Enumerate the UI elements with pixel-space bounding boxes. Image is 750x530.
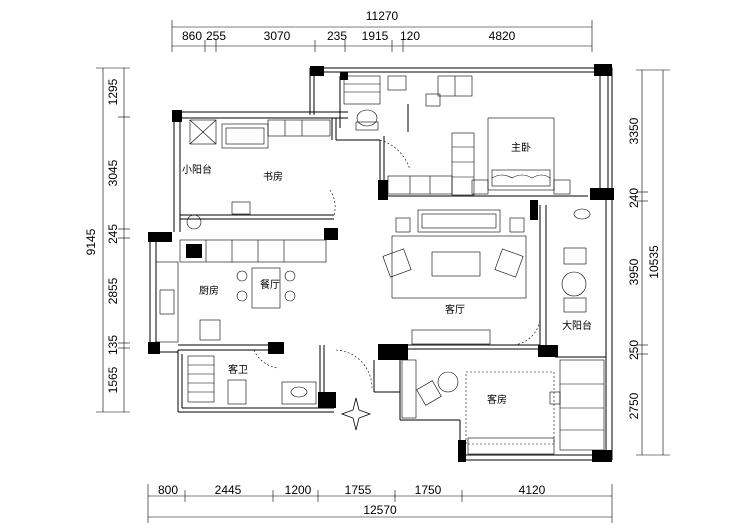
room-label-master-bedroom: 主卧: [511, 141, 531, 154]
right-dim-4: 250: [627, 340, 641, 360]
right-total-dim: 10535: [647, 245, 661, 279]
bottom-dim-4: 1755: [345, 483, 372, 497]
guest-bath-fixtures: [187, 355, 317, 405]
entrance-marker: [340, 397, 372, 431]
master-bedroom-furniture: [387, 75, 571, 196]
room-label-study: 书房: [263, 170, 283, 183]
top-dim-2: 255: [206, 29, 226, 43]
living-room-furniture: [382, 209, 527, 345]
bottom-dim-2: 2445: [215, 483, 242, 497]
top-dim-6: 120: [400, 29, 420, 43]
left-dim-4: 2855: [106, 277, 120, 304]
top-total-dim: 11270: [366, 9, 399, 23]
left-dim-3: 245: [106, 224, 120, 244]
right-dim-5: 2750: [627, 392, 641, 419]
right-dim-2: 240: [627, 188, 641, 208]
door-swings: [253, 139, 541, 389]
left-dim-5: 135: [106, 335, 120, 355]
left-total-dim: 9145: [84, 228, 98, 255]
room-label-small-balcony: 小阳台: [182, 163, 212, 176]
room-label-guest-bath: 客卫: [228, 363, 248, 376]
left-dim-6: 1565: [106, 366, 120, 393]
guest-room-furniture: [401, 359, 605, 455]
right-dim-1: 3350: [627, 117, 641, 144]
top-dim-3: 3070: [264, 29, 291, 43]
right-dim-3: 3950: [627, 258, 641, 285]
study-furniture: [186, 119, 331, 230]
left-dimension-chain: 9145 1295 3045 245 2855 135 1565: [84, 67, 130, 413]
bottom-dim-1: 800: [158, 483, 178, 497]
top-bathroom-fixtures: [339, 72, 409, 132]
top-dim-4: 235: [327, 29, 347, 43]
large-balcony-furniture: [561, 208, 591, 313]
room-label-large-balcony: 大阳台: [562, 319, 592, 332]
top-dimension-chain: 11270 860 255 3070 235 1915 120 4820: [171, 9, 593, 52]
bottom-total-dim: 12570: [363, 503, 397, 517]
room-label-kitchen: 厨房: [199, 284, 219, 297]
left-dim-2: 3045: [106, 159, 120, 186]
room-label-dining: 餐厅: [260, 278, 280, 291]
top-dim-7: 4820: [489, 29, 516, 43]
walls: [148, 64, 614, 462]
top-dim-1: 860: [182, 29, 202, 43]
room-label-guest-room: 客房: [487, 393, 507, 406]
bottom-dimension-chain: 800 2445 1200 1755 1750 4120 12570: [147, 483, 613, 523]
bottom-dim-3: 1200: [285, 483, 312, 497]
top-dim-5: 1915: [362, 29, 389, 43]
bottom-dim-6: 4120: [519, 483, 546, 497]
room-label-living: 客厅: [445, 303, 465, 316]
left-dim-1: 1295: [106, 78, 120, 105]
room-labels: 主卧 书房 小阳台 餐厅 厨房 客厅 大阳台 客卫 客房: [182, 141, 592, 406]
dining-kitchen-furniture: [155, 239, 327, 343]
bottom-dim-5: 1750: [415, 483, 442, 497]
right-dimension-chain: 3350 240 3950 250 2750 10535: [627, 69, 670, 456]
